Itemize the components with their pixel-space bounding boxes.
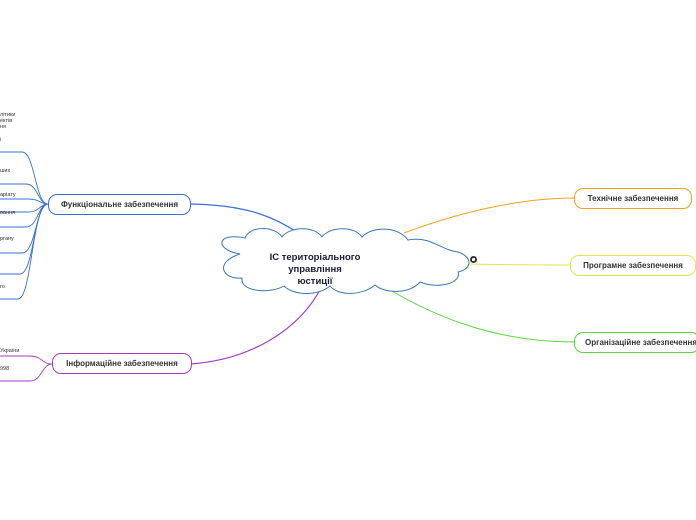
functional-leaf-1[interactable]: літики [0, 112, 16, 118]
globe-icon[interactable] [470, 256, 477, 263]
central-topic[interactable]: ІС територіального управління юстиції [255, 252, 375, 288]
node-organizational-label: Організаційне забезпечення [585, 338, 696, 347]
functional-leaf-2[interactable]: ектів [0, 118, 13, 124]
node-software[interactable]: Програмне забезпечення [570, 255, 696, 276]
functional-leaf-6[interactable]: аріату [0, 192, 16, 198]
node-functional[interactable]: Функціональне забезпечення [48, 194, 191, 215]
functional-leaf-4[interactable]: і [0, 137, 2, 143]
connector-organizational [384, 286, 576, 343]
functional-leaf-3[interactable]: ня [0, 124, 7, 130]
node-informational-label: Інформаційне забезпечення [66, 359, 178, 368]
functional-leaf-7[interactable]: вання [0, 210, 15, 216]
connector-informational [189, 285, 323, 365]
central-title-line2: юстиції [297, 276, 333, 287]
node-technical[interactable]: Технічне забезпечення [574, 188, 692, 209]
connector-technical [403, 197, 576, 234]
functional-leaf-5[interactable]: ших [0, 168, 11, 174]
connector-functional [189, 203, 301, 235]
node-software-label: Програмне забезпечення [583, 261, 683, 270]
functional-leaf-8[interactable]: ргану [0, 236, 14, 242]
connector-software [467, 263, 571, 266]
node-organizational[interactable]: Організаційне забезпечення [574, 332, 696, 353]
informational-leaf-2[interactable]: 998 [0, 366, 10, 372]
informational-leaf-1[interactable]: України [0, 348, 20, 354]
central-cloud [221, 228, 470, 294]
central-title-line1: ІС територіального управління [269, 252, 361, 275]
functional-subbranches [0, 151, 49, 300]
node-functional-label: Функціональне забезпечення [60, 200, 179, 209]
informational-subbranches [0, 355, 53, 382]
node-informational[interactable]: Інформаційне забезпечення [52, 353, 192, 374]
node-technical-label: Технічне забезпечення [587, 194, 679, 203]
functional-leaf-9[interactable]: го [0, 284, 5, 290]
